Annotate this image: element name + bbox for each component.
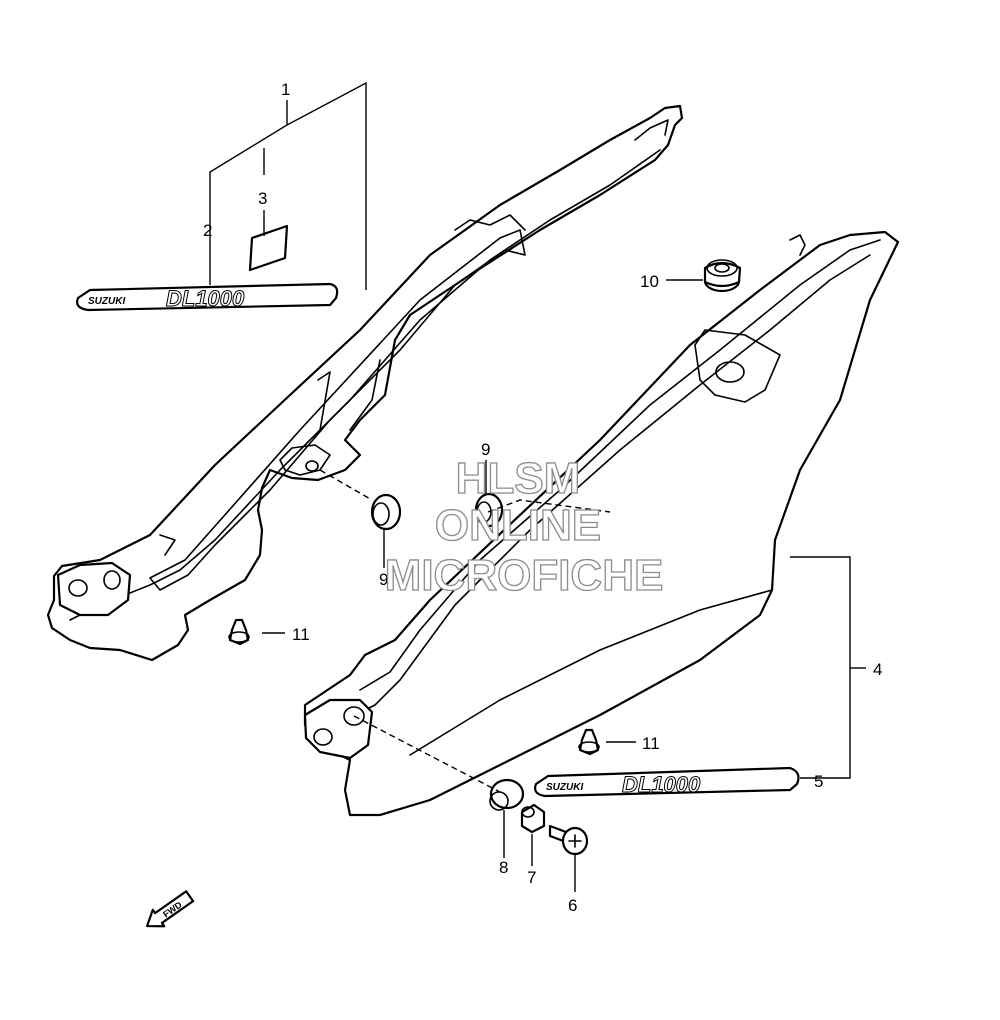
left-emblem: SUZUKI DL1000 xyxy=(76,282,339,312)
collar-7 xyxy=(520,803,546,834)
left-emblem-brand: SUZUKI xyxy=(88,296,125,307)
bolt-6 xyxy=(548,824,589,856)
callout-3: 3 xyxy=(258,189,267,208)
callout-9-center: 9 xyxy=(481,440,490,459)
callout-8: 8 xyxy=(499,858,508,877)
grommet-9-left xyxy=(370,493,402,531)
watermark: HLSM ONLINE MICROFICHE xyxy=(384,453,664,600)
clip-11-right xyxy=(578,728,600,756)
callout-1: 1 xyxy=(281,80,290,99)
clip-11-left xyxy=(228,618,250,646)
callout-11-left: 11 xyxy=(292,625,310,644)
leader-lines xyxy=(209,81,866,892)
left-frame-cover xyxy=(46,104,684,662)
grommet-9-center xyxy=(474,492,504,528)
callout-10: 10 xyxy=(640,272,659,291)
callout-6: 6 xyxy=(568,896,577,915)
callout-9-left: 9 xyxy=(379,570,388,589)
right-emblem-model: DL1000 xyxy=(622,772,701,797)
callout-7: 7 xyxy=(527,868,536,887)
right-emblem: SUZUKI DL1000 xyxy=(533,766,800,798)
fwd-direction-arrow-icon: FWD xyxy=(145,890,195,928)
callout-numbers: 1 2 3 4 5 6 7 8 9 9 10 11 11 xyxy=(203,80,882,915)
callout-2: 2 xyxy=(203,221,212,240)
watermark-line-2: ONLINE xyxy=(435,501,601,550)
right-frame-cover xyxy=(303,230,900,817)
callout-4: 4 xyxy=(873,660,882,679)
grommet-8 xyxy=(489,778,525,811)
left-emblem-model: DL1000 xyxy=(166,286,245,311)
label-sticker xyxy=(248,224,289,272)
callout-5: 5 xyxy=(814,772,823,791)
watermark-line-3: MICROFICHE xyxy=(385,551,664,600)
callout-11-right: 11 xyxy=(642,734,660,753)
right-emblem-brand: SUZUKI xyxy=(546,782,583,793)
watermark-line-1: HLSM xyxy=(456,454,581,503)
grommet-10 xyxy=(703,259,742,293)
